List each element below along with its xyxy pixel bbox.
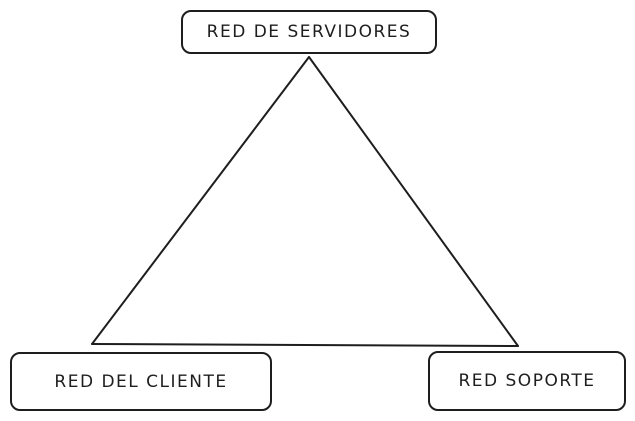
node-label: RED SOPORTE (458, 371, 596, 391)
edge-cliente-soporte (91, 343, 519, 347)
node-red-del-cliente[interactable]: RED DEL CLIENTE (10, 352, 272, 411)
node-red-de-servidores[interactable]: RED DE SERVIDORES (181, 10, 437, 54)
edge-servidores-soporte (308, 56, 519, 347)
edge-servidores-cliente (91, 56, 310, 345)
node-label: RED DE SERVIDORES (206, 22, 412, 42)
node-red-soporte[interactable]: RED SOPORTE (428, 351, 626, 411)
node-label: RED DEL CLIENTE (54, 371, 228, 392)
